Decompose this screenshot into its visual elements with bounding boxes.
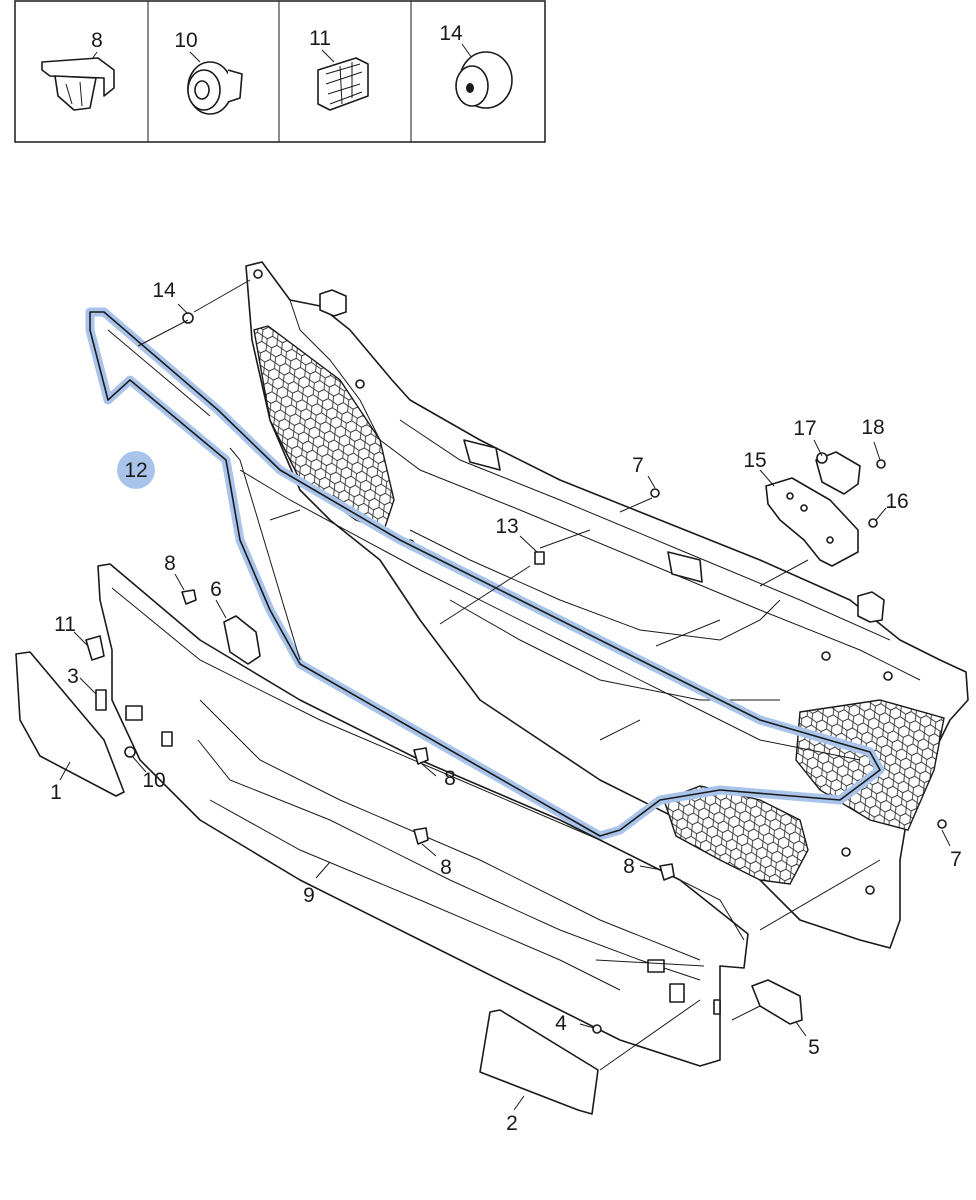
fastener-16 [868,518,878,528]
callout-8-d: 8 [623,855,635,878]
highlight-bubble [117,451,155,489]
fastener-18 [876,459,886,469]
callout-1: 1 [50,781,62,804]
clip-8-c [413,827,429,845]
callout-7-upper: 7 [632,454,644,477]
callout-8-c: 8 [440,856,452,879]
callout-18: 18 [861,416,884,439]
callout-11: 11 [54,613,76,636]
callout-14: 14 [152,279,176,302]
callout-5: 5 [808,1036,820,1059]
clip-8-a [181,589,197,605]
clip-11-icon [317,49,369,111]
callout-8-b: 8 [444,767,456,790]
callout-4: 4 [555,1012,567,1035]
callout-10: 10 [142,769,165,792]
trim-strip-12 [85,307,885,841]
leader-lines [59,279,951,1111]
bracket-5 [751,979,803,1025]
inset-label-8: 8 [91,29,103,52]
callout-3: 3 [67,665,79,688]
inset-label-11: 11 [309,27,331,50]
inset-label-14: 14 [439,22,463,45]
callout-7-lower: 7 [950,848,962,871]
fastener-7-lower [937,819,947,829]
end-cap-2 [479,1009,599,1115]
grommet-10 [124,746,136,758]
end-cap-1 [15,651,125,797]
callout-12: 12 [124,459,147,482]
callout-labels: 14 12 7 17 18 15 16 13 8 6 11 3 1 10 8 8… [50,279,962,1135]
bracket-15 [765,477,859,567]
inset-panel: 8 10 11 14 [14,0,546,143]
grommet-10-icon [187,51,243,115]
callout-15: 15 [743,449,766,472]
bumper-14-icon [455,43,513,109]
callout-13: 13 [495,515,518,538]
bumper-beam-9 [97,563,749,1067]
clip-8-b [413,747,429,765]
nut-4 [592,1024,602,1034]
callout-6: 6 [210,578,222,601]
fastener-14 [182,312,194,324]
inset-label-10: 10 [174,29,197,52]
clip-8-d [659,863,675,881]
callout-17: 17 [793,417,816,440]
upper-mesh [253,325,395,531]
fastener-7-upper [650,488,660,498]
spacer-3 [95,689,107,711]
plate-6 [223,615,261,665]
callout-9: 9 [303,884,315,907]
fastener-13 [534,551,545,565]
bracket-17 [815,451,861,495]
callout-2: 2 [506,1112,518,1135]
clip-8-icon [41,51,115,111]
clip-11 [85,635,105,661]
callout-8-a: 8 [164,552,176,575]
callout-16: 16 [885,490,908,513]
